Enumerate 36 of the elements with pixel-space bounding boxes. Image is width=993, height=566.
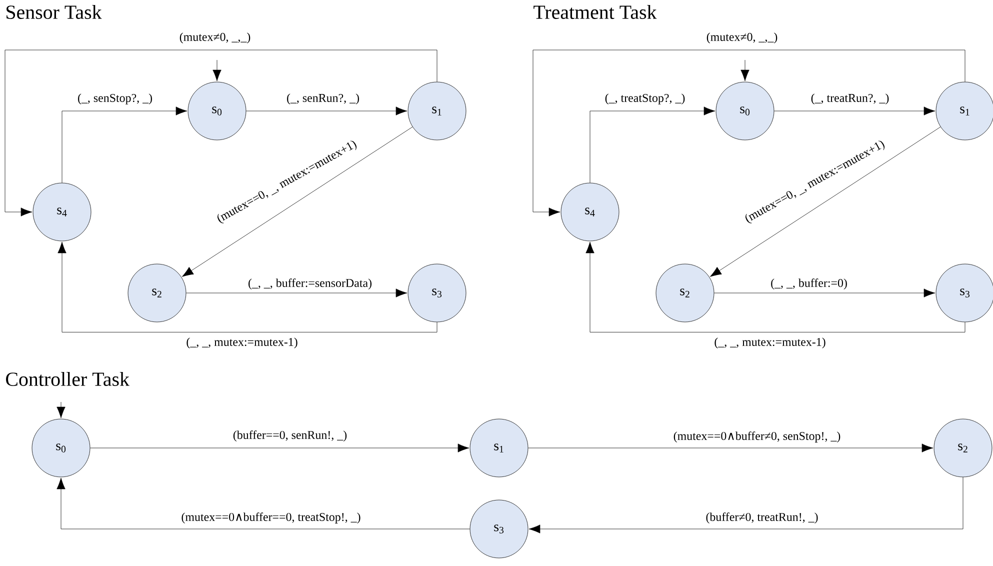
- arrow: [212, 60, 222, 82]
- edge-label: (_, treatStop?, _): [605, 94, 685, 104]
- panel-title: Treatment Task: [534, 4, 657, 19]
- edge-label: (mutex≠0, _,_): [706, 32, 778, 44]
- edge-label: (mutex==0∧buffer==0, treatStop!, _): [182, 512, 360, 524]
- arrow: [186, 288, 408, 298]
- arrow: [58, 242, 438, 332]
- arrow: [246, 106, 408, 116]
- arrow: [62, 106, 188, 183]
- panel-title: Sensor Task: [6, 4, 102, 19]
- arrow: [56, 478, 470, 530]
- arrow: [590, 106, 716, 183]
- edge-label: (buffer==0, senRun!, _): [233, 430, 347, 442]
- edge-label: (_, senRun?, _): [287, 94, 359, 104]
- arrow: [56, 402, 66, 418]
- arrow: [532, 50, 966, 216]
- edge-label: (_, treatRun?, _): [811, 94, 889, 104]
- arrow: [774, 106, 936, 116]
- arrow: [714, 288, 936, 298]
- edge-label: (buffer≠0, treatRun!, _): [706, 512, 818, 524]
- edge-label: (_, _, mutex:=mutex-1): [714, 338, 826, 348]
- arrow: [182, 126, 413, 277]
- edge-label: (_, _, buffer:=sensorData): [248, 278, 372, 290]
- edge-label: (mutex==0∧buffer≠0, senStop!, _): [674, 432, 840, 442]
- edge-label: (_, _, buffer:=0): [771, 278, 847, 290]
- arrow: [710, 126, 941, 277]
- arrow: [528, 476, 964, 534]
- edge-label: (mutex≠0, _,_): [180, 32, 250, 44]
- edge-label: (_, _, mutex:=mutex-1): [186, 338, 298, 348]
- arrow: [586, 242, 966, 332]
- edge-label: (_, senStop?, _): [78, 94, 152, 104]
- panel-title: Controller Task: [6, 372, 130, 386]
- arrow: [90, 444, 470, 452]
- arrow: [4, 50, 438, 216]
- arrow: [740, 60, 750, 82]
- arrow: [528, 444, 934, 452]
